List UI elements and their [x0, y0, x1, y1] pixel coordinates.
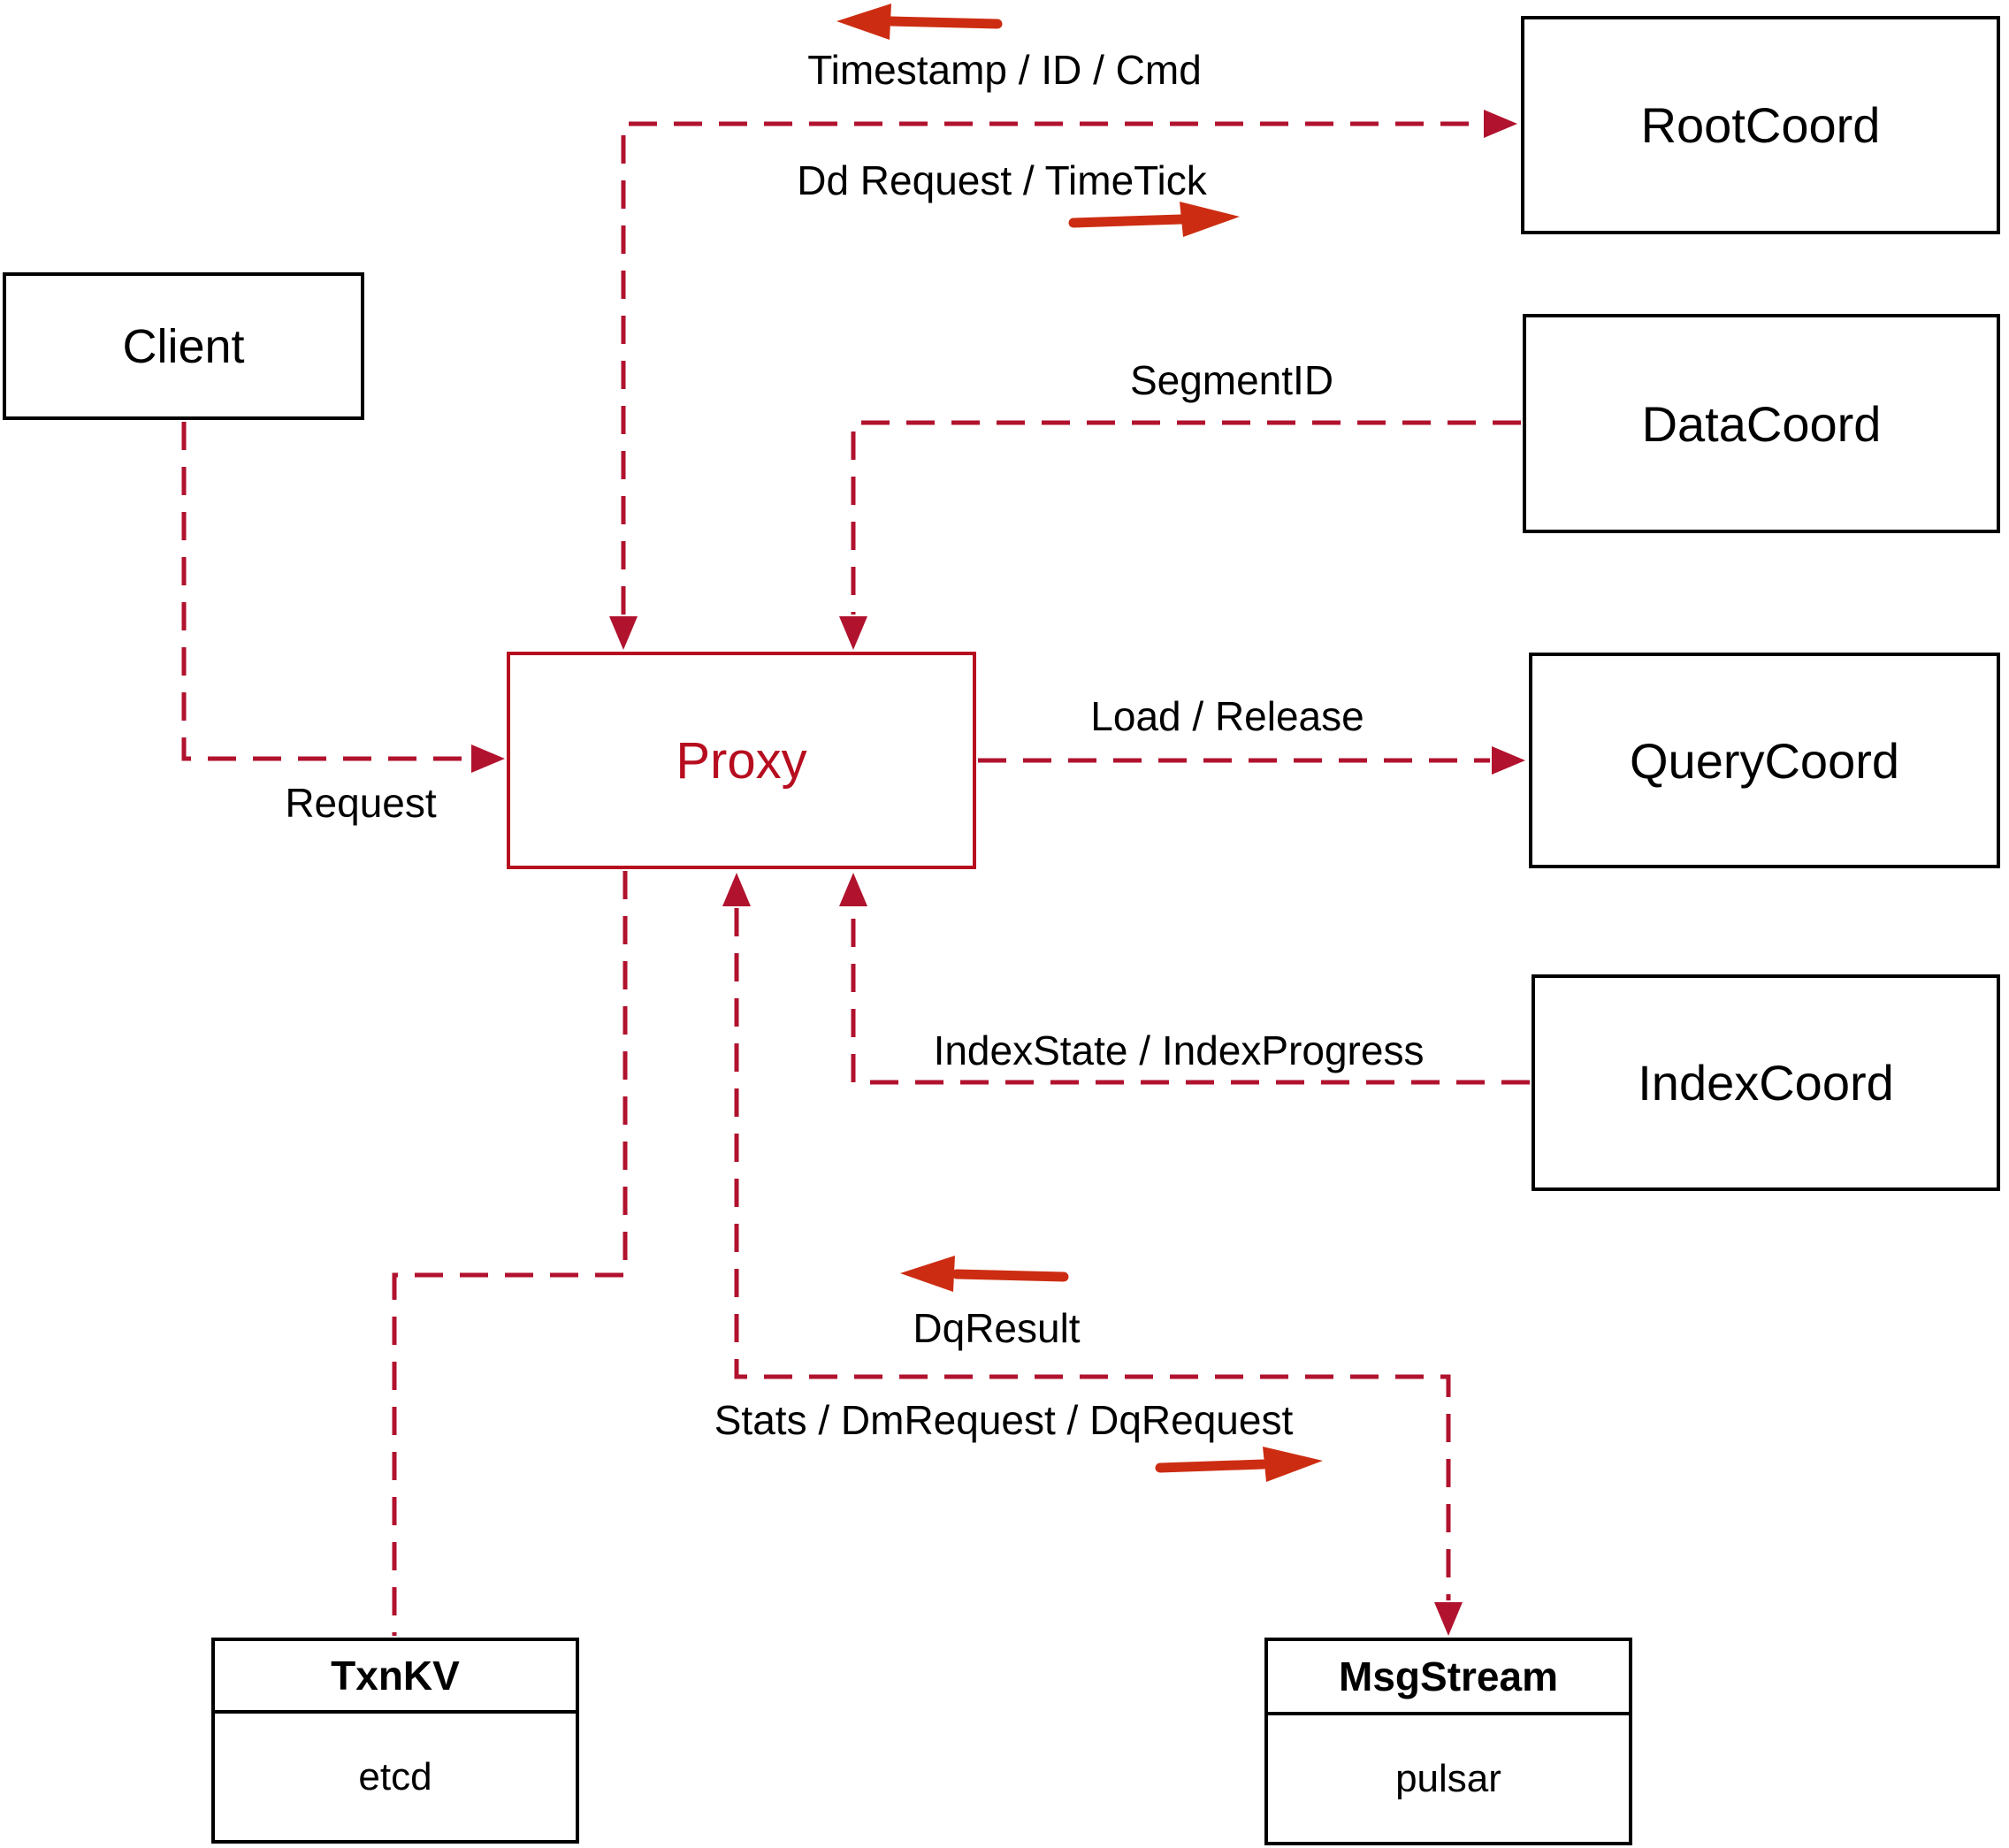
direction-arrow-right-stats-icon — [1155, 1447, 1323, 1482]
node-txnkv-subtitle: etcd — [358, 1754, 432, 1798]
node-proxy-label: Proxy — [676, 731, 807, 790]
node-msgstream: MsgStream pulsar — [1264, 1638, 1632, 1845]
arrowhead-into-proxy-bottom-right-icon — [839, 873, 867, 906]
edge-label-request: Request — [285, 780, 437, 826]
edge-label-dd-request-timetick: Dd Request / TimeTick — [797, 157, 1207, 203]
arrowhead-into-proxy-top-right-icon — [839, 616, 867, 650]
edge-client-to-proxy — [181, 422, 470, 761]
node-client: Client — [3, 272, 364, 420]
node-rootcoord: RootCoord — [1521, 16, 2000, 234]
edge-proxy-to-txnkv — [392, 871, 628, 1636]
edge-label-indexstate-indexprogress: IndexState / IndexProgress — [933, 1027, 1425, 1073]
direction-arrow-left-dqresult-icon — [900, 1256, 1069, 1292]
node-txnkv-title: TxnKV — [215, 1641, 576, 1714]
edge-proxy-rootcoord — [621, 121, 1482, 615]
arrowhead-into-msgstream-icon — [1434, 1602, 1463, 1636]
edge-datacoord-to-proxy — [851, 420, 1521, 615]
edge-label-segment-id: SegmentID — [1129, 357, 1334, 403]
arrowhead-into-proxy-top-left-icon — [609, 616, 638, 650]
node-indexcoord: IndexCoord — [1532, 974, 2000, 1191]
node-proxy: Proxy — [507, 652, 976, 869]
edge-label-stats-dmrequest-dqrequest: Stats / DmRequest / DqRequest — [714, 1397, 1294, 1443]
edge-indexcoord-to-proxy — [851, 908, 1530, 1085]
node-datacoord-label: DataCoord — [1641, 395, 1882, 452]
edge-label-dqresult: DqResult — [913, 1305, 1081, 1351]
node-datacoord: DataCoord — [1523, 314, 2000, 533]
node-msgstream-title: MsgStream — [1268, 1641, 1629, 1715]
node-querycoord-label: QueryCoord — [1629, 732, 1900, 789]
edge-proxy-msgstream — [734, 908, 1451, 1600]
node-msgstream-subtitle: pulsar — [1395, 1756, 1501, 1800]
arrowhead-into-querycoord-icon — [1492, 746, 1525, 775]
node-querycoord: QueryCoord — [1529, 653, 2000, 868]
node-client-label: Client — [122, 319, 245, 373]
arrowhead-into-rootcoord-icon — [1484, 110, 1517, 138]
node-rootcoord-label: RootCoord — [1640, 97, 1881, 153]
arrowhead-into-proxy-left-icon — [471, 745, 505, 773]
direction-arrow-left-timestamp-icon — [836, 4, 1003, 40]
direction-arrow-right-ddrequest-icon — [1068, 202, 1240, 237]
node-txnkv: TxnKV etcd — [211, 1638, 579, 1844]
edge-label-timestamp-id-cmd: Timestamp / ID / Cmd — [807, 47, 1202, 93]
node-indexcoord-label: IndexCoord — [1638, 1055, 1894, 1111]
arrowhead-into-proxy-bottom-left-icon — [722, 873, 751, 906]
edge-label-load-release: Load / Release — [1090, 693, 1364, 739]
